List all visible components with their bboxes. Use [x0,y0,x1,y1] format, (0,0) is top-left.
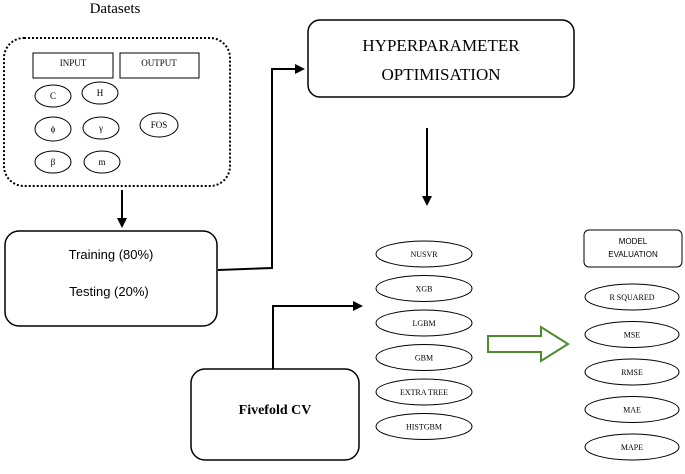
training-label: Training (80%) [69,247,154,262]
model-evaluation-title-line1: MODEL [619,237,648,246]
param-beta-ellipse [34,150,72,174]
model-evaluation-box [583,229,683,268]
transfer-arrow-icon [487,325,570,363]
metric-item-label: R SQUARED [609,293,654,302]
metric-item-ellipse [584,358,680,386]
param-m-label: m [98,157,105,167]
model-item-label: LGBM [412,319,435,328]
model-item-label: HISTGBM [406,423,442,432]
hyperparameter-title-line1: HYPERPARAMETER [362,36,520,55]
model-ellipses: NUSVR XGB LGBM GBM EXTRA TREE HISTGBM [375,240,473,440]
param-gamma-ellipse [82,116,120,140]
param-phi-label: ϕ [51,124,56,134]
model-item-label: NUSVR [410,250,438,259]
model-item-ellipse [375,344,473,371]
metric-item-label: RMSE [621,368,643,377]
split-box [4,230,218,327]
model-item-ellipse [375,378,473,406]
model-item-label: EXTRA TREE [400,388,448,397]
datasets-container [3,37,231,187]
param-phi-ellipse [34,116,72,142]
param-c-label: C [50,91,56,101]
input-box [32,52,114,79]
arrow-split-to-hyperparameter [217,64,305,271]
param-c-ellipse [34,84,72,108]
fos-label: FOS [151,120,168,130]
metric-item-label: MSE [624,331,641,340]
output-box [119,52,200,79]
metric-item-label: MAE [623,406,641,415]
metric-item-ellipse [584,433,680,461]
model-item-ellipse [375,240,473,268]
metric-item-ellipse [584,283,680,311]
metric-item-label: MAPE [621,443,643,452]
arrow-cv-to-models [272,301,363,369]
output-label: OUTPUT [141,58,177,68]
hyperparameter-box [307,19,575,98]
fivefold-cv-box [190,368,360,461]
metric-item-ellipse [584,321,680,348]
param-gamma-label: γ [98,123,103,133]
param-h-label: H [97,88,104,98]
fivefold-cv-label: Fivefold CV [239,403,312,418]
param-h-ellipse [81,81,119,105]
hyperparameter-title-line2: OPTIMISATION [382,65,501,84]
model-item-ellipse [375,309,473,337]
metric-item-ellipse [584,396,680,423]
model-item-label: XGB [416,285,433,294]
datasets-title: Datasets [90,1,141,17]
param-beta-label: β [51,157,56,167]
metric-ellipses: R SQUARED MSE RMSE MAE MAPE [584,283,680,461]
model-evaluation-title-line2: EVALUATION [608,250,658,259]
testing-label: Testing (20%) [69,284,148,299]
model-item-label: GBM [415,354,433,363]
fos-ellipse [139,112,179,138]
input-label: INPUT [60,58,87,68]
model-item-ellipse [375,275,473,302]
model-item-ellipse [375,413,473,440]
param-m-ellipse [83,150,121,174]
